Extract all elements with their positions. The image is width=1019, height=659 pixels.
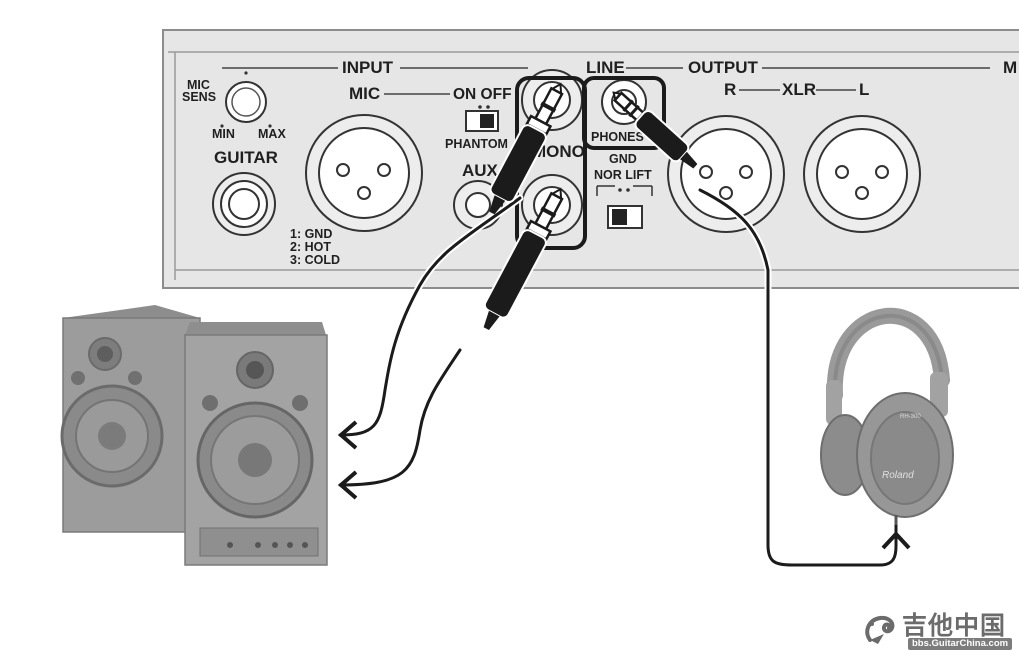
nor-lift-label: NOR LIFT [594,168,652,182]
xlr-output-l[interactable] [803,115,921,233]
input-label: INPUT [342,58,394,77]
phones-highlight [582,76,666,150]
pin2-label: 2: HOT [290,240,331,254]
headphone-brand: Roland [882,470,914,481]
r-label: R [724,80,736,99]
monitor-speaker-rear [60,305,201,533]
xlr-label: XLR [782,80,816,99]
arrow-to-headphones [881,531,911,550]
rear-panel: INPUT LINE OUTPUT M MIC SENS MIN MAX GUI… [162,29,1019,289]
aux-label: AUX [462,161,499,180]
monitor-speaker-front [184,322,328,566]
edge-label: M [1003,58,1017,77]
output-label: OUTPUT [688,58,759,77]
guitar-china-emblem [865,615,895,644]
phones-label: PHONES [591,130,644,144]
mono-label: MONO [532,142,585,161]
watermark-logo: 吉他中国 bbs.GuitarChina.com [862,608,1014,652]
mic-sens-label-1: MIC [187,78,210,92]
watermark-url: bbs.GuitarChina.com [908,638,1013,650]
phantom-switch[interactable] [465,105,499,132]
knob-max-label: MAX [258,127,286,141]
phantom-label: PHANTOM [445,137,508,151]
ground-lift-switch[interactable] [596,185,653,229]
line-label: LINE [586,58,625,77]
xlr-output-r[interactable] [667,115,785,233]
on-off-label: ON OFF [453,86,512,103]
guitar-label: GUITAR [214,148,278,167]
arrow-to-speaker-right [337,470,358,500]
headphone-model: RH-300 [900,414,921,420]
mic-xlr-input[interactable] [305,114,423,232]
line-plug-bottom [483,187,564,331]
headphones: Roland RH-300 [820,307,954,525]
mic-label: MIC [349,84,380,103]
pin3-label: 3: COLD [290,253,340,267]
headphone-cable [696,186,911,569]
mic-sens-knob[interactable] [220,71,272,128]
watermark-cn-text: 吉他中国 [902,611,1007,640]
arrow-to-speaker-left [337,420,358,450]
pin1-label: 1: GND [290,227,332,241]
gnd-label: GND [609,152,637,166]
mic-sens-label-2: SENS [182,90,216,104]
line-plug-top [489,82,564,215]
speaker-cable-2 [336,346,464,500]
speaker-cable-1 [336,194,524,450]
l-label: L [859,80,869,99]
guitar-jack[interactable] [212,172,276,236]
knob-min-label: MIN [212,127,235,141]
phones-plug [612,91,698,169]
